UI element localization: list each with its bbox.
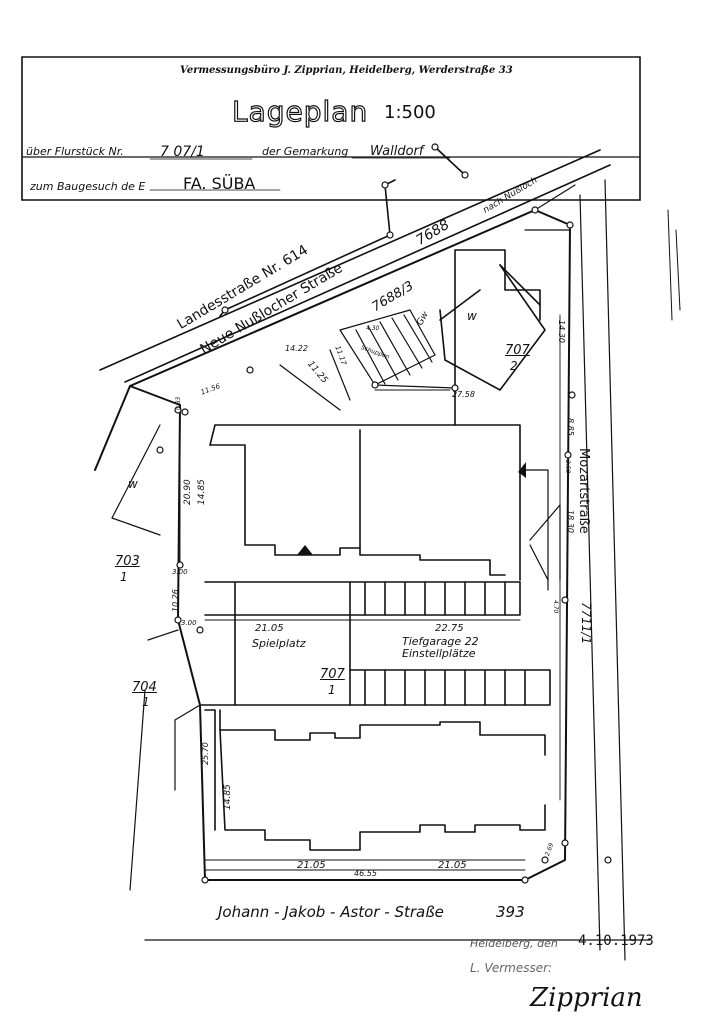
dim-27-58: 27.58 — [452, 390, 475, 399]
building-label-w-left: w — [128, 477, 138, 491]
dim-20-90: 20.90 — [183, 479, 193, 505]
road-number-astor: 393 — [496, 903, 525, 921]
parcel-703-subnumber: 1 — [120, 570, 128, 584]
edge-mark — [667, 209, 681, 321]
district-name: Walldorf — [370, 144, 424, 159]
area-label-spielplatz: Spielplatz — [252, 637, 306, 650]
dim-46-55: 46.55 — [354, 869, 377, 878]
dim-14-85-upper: 14.85 — [197, 479, 207, 505]
building-label-w-top: w — [467, 309, 477, 323]
parcel-703-number: 703 — [115, 554, 140, 569]
dim-4-30: 4.30 — [366, 325, 380, 332]
parking-row-upper — [204, 581, 521, 706]
applicant-name: FA. SÜBA — [183, 174, 256, 193]
neighbour-boundaries — [111, 179, 651, 961]
dim-14-22: 14.22 — [285, 344, 308, 353]
office-address: Vermessungsbüro J. Zipprian, Heidelberg,… — [180, 65, 513, 76]
dim-3-00-top: 3.00 — [172, 568, 188, 576]
dim-21-05-playground: 21.05 — [255, 623, 284, 634]
area-label-tiefgarage: Tiefgarage 22 Einstellplätze — [402, 635, 479, 660]
site-boundary — [94, 209, 571, 881]
dim-14-85-lower: 14.85 — [223, 784, 233, 810]
building-upper — [209, 249, 546, 581]
request-prefix: zum Baugesuch de E — [30, 180, 146, 193]
parcel-number: 7 07/1 — [160, 144, 205, 160]
road-label-astor-strasse: Johann - Jakob - Astor - Straße — [218, 903, 444, 921]
parcel-707-1-number: 707 — [320, 667, 345, 682]
parcel-707-2-subnumber: 2 — [510, 359, 518, 373]
dimension-lines — [179, 314, 561, 871]
header-frame — [21, 56, 641, 201]
parcel-704-number: 704 — [132, 680, 157, 695]
dim-25-70: 25.70 — [201, 742, 210, 765]
road-label-mozartstrasse: Mozartstraße — [576, 448, 591, 534]
dim-14-30: 14.30 — [557, 320, 566, 343]
dim-2-58: 2.58 — [564, 460, 571, 474]
right-side-structure — [519, 229, 571, 591]
dim-18-30: 18.30 — [566, 510, 575, 533]
dim-10-26: 10.26 — [171, 589, 180, 612]
page-title: Lageplan — [231, 95, 369, 128]
parcel-704-subnumber: 1 — [142, 695, 150, 709]
signature: Zipprian — [530, 983, 643, 1013]
building-lower — [204, 709, 546, 851]
dim-0-83: 0.83 — [175, 396, 182, 410]
dim-4-70: 4.70 — [552, 600, 559, 614]
dim-21-05-bottom-right: 21.05 — [438, 860, 467, 871]
district-prefix: der Gemarkung — [262, 145, 349, 158]
parcel-707-2-number: 707 — [505, 343, 530, 358]
parcel-707-1-subnumber: 1 — [328, 683, 336, 697]
parcel-7711-1: 7711/1 — [579, 602, 593, 645]
hatched-annex — [279, 309, 456, 411]
place-date-prefix: Heidelberg, den — [470, 937, 558, 950]
scale-label: 1:500 — [384, 102, 436, 123]
parking-row-lower — [199, 669, 551, 706]
survey-points — [156, 143, 612, 884]
surveyor-label: L. Vermesser: — [470, 961, 553, 975]
dim-21-05-bottom-left: 21.05 — [297, 860, 326, 871]
dim-8-85: 8.85 — [566, 418, 575, 436]
parcel-prefix: über Flurstück Nr. — [26, 145, 124, 158]
entrance-markers — [297, 462, 526, 555]
dim-3-00-bottom: 3.00 — [181, 619, 197, 627]
date-value: 4.10.1973 — [578, 933, 654, 949]
dim-22-75: 22.75 — [435, 623, 464, 634]
